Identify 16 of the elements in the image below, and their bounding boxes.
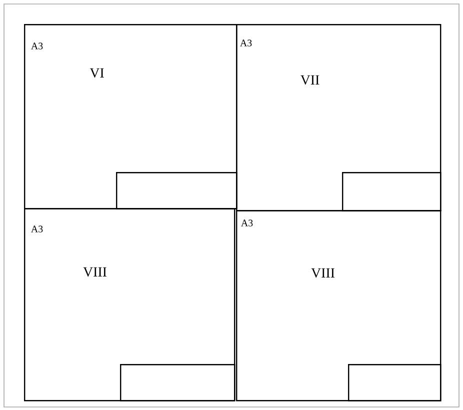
sheet-number: VIII	[311, 268, 335, 278]
sheet-number: VII	[300, 75, 320, 85]
sheet-size-label: A3	[31, 42, 43, 50]
drawing-sheet	[24, 24, 238, 210]
sheet-size-label: A3	[240, 40, 252, 46]
title-block	[116, 172, 238, 210]
title-block	[120, 364, 236, 402]
drawing-sheet	[236, 24, 442, 212]
sheet-size-label: A3	[31, 226, 43, 232]
sheet-size-label: A3	[241, 220, 253, 226]
drawing-sheet	[236, 210, 442, 402]
drawing-sheet	[24, 208, 236, 402]
sheet-number: VIII	[83, 267, 107, 277]
sheet-number: VI	[90, 68, 104, 78]
title-block	[348, 364, 442, 402]
title-block	[342, 172, 442, 212]
